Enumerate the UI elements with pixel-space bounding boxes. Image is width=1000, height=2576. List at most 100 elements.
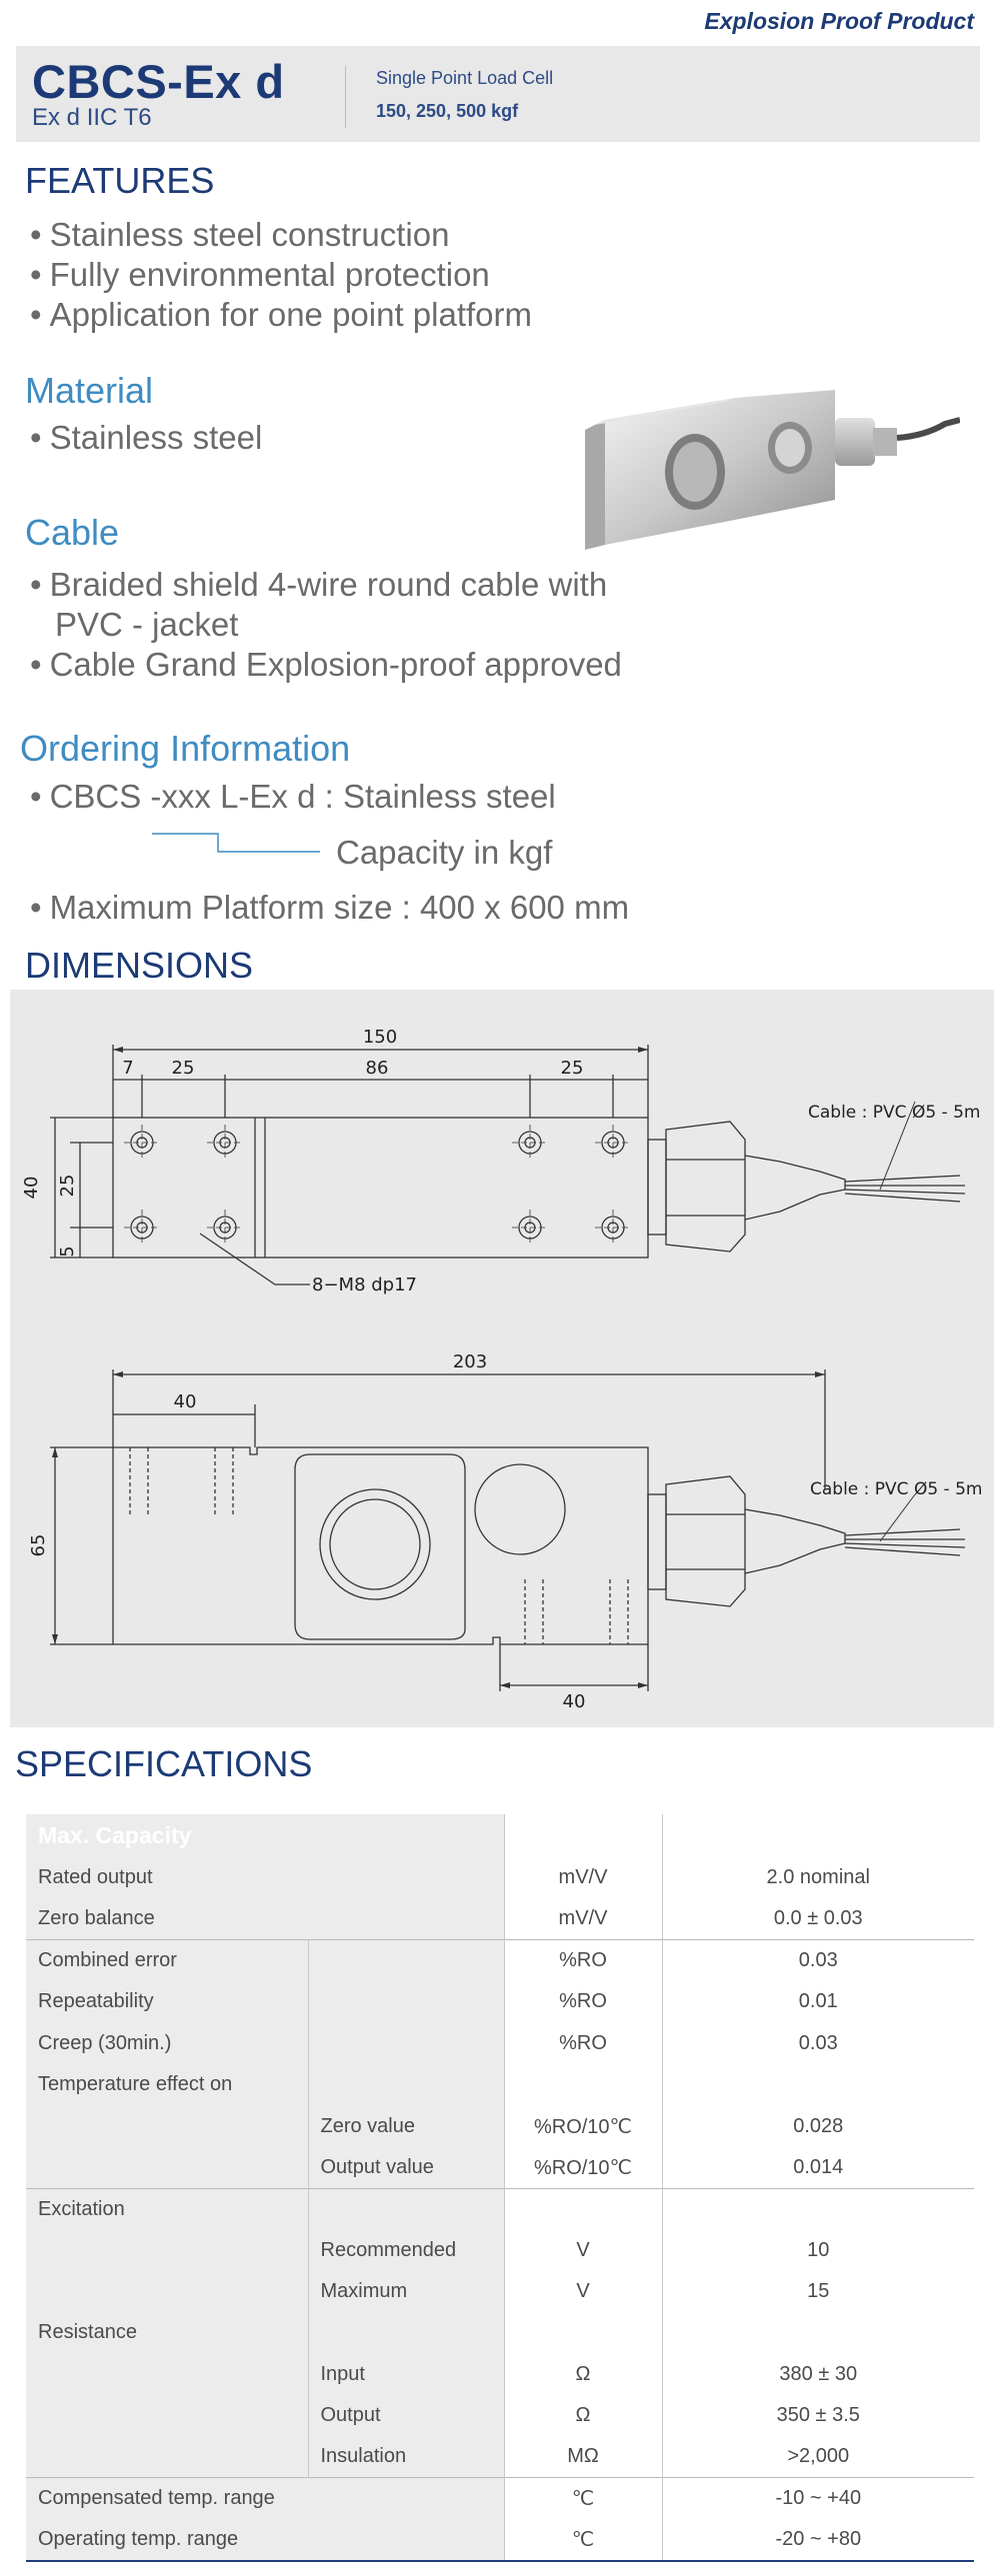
spec-subitem	[307, 2187, 504, 2230]
cable-callout-side: Cable : PVC Ø5 - 5m	[810, 1479, 982, 1499]
spec-value	[661, 2063, 974, 2106]
dim-40a: 40	[174, 1391, 197, 1412]
ordering-heading: Ordering Information	[20, 728, 351, 769]
spec-subitem: Input	[307, 2353, 504, 2396]
list-item: •Application for one point platform	[30, 296, 533, 333]
dim-86: 86	[366, 1058, 389, 1079]
mounting-holes	[130, 1131, 625, 1240]
features-heading: FEATURES	[25, 160, 215, 201]
spec-unit: ℃	[503, 2519, 662, 2562]
spec-subitem	[307, 2063, 504, 2106]
specifications-table: Max. Capacity kgf 150, 250, 500 kgf Rate…	[26, 1814, 974, 2562]
material-heading: Material	[25, 370, 154, 411]
spec-unit: mV/V	[503, 1857, 662, 1899]
list-item: •Braided shield 4-wire round cable with	[30, 566, 608, 603]
spec-unit: Ω	[503, 2395, 662, 2437]
spec-subitem	[308, 1857, 504, 1899]
dimension-drawing: 150 7 25 86 25 40 25 5 8−M8 dp17 Cable :…	[10, 990, 994, 1727]
spec-value: 0.01	[661, 1981, 974, 2023]
spec-unit: %RO	[503, 2022, 662, 2064]
spec-name: Excitation	[26, 2187, 308, 2230]
spec-subitem	[308, 2519, 504, 2562]
ex-rating: Ex d IIC T6	[32, 104, 152, 131]
header-unit: kgf	[503, 1814, 662, 1857]
order-code-pointer	[152, 833, 320, 853]
table-row: Compensated temp. range℃-10 ~ +40	[26, 2477, 974, 2520]
dim-height-65: 65	[28, 1534, 49, 1557]
spec-subitem	[307, 1981, 504, 2023]
dimensions-heading: DIMENSIONS	[25, 945, 254, 986]
list-item-continuation: PVC - jacket	[55, 606, 239, 643]
dim-25a: 25	[172, 1058, 195, 1079]
spec-name: Combined error	[26, 1939, 308, 1982]
spec-subitem	[307, 2022, 504, 2064]
platform-size: •Maximum Platform size : 400 x 600 mm	[30, 889, 630, 926]
spec-subitem: Maximum	[307, 2270, 504, 2313]
table-row: Operating temp. range℃-20 ~ +80	[26, 2519, 974, 2562]
table-header-row: Max. Capacity kgf 150, 250, 500 kgf	[26, 1814, 974, 1857]
header-capacity-values: 150, 250, 500 kgf	[661, 1814, 974, 1857]
dim-7: 7	[122, 1058, 133, 1079]
spec-value: 0.03	[661, 1939, 974, 1982]
spec-subitem	[307, 2312, 504, 2354]
spec-value: 15	[661, 2270, 974, 2313]
capacity-note: Capacity in kgf	[336, 834, 553, 871]
spec-value: -10 ~ +40	[661, 2477, 974, 2520]
spec-unit: MΩ	[503, 2436, 662, 2478]
spec-name	[26, 2146, 308, 2189]
spec-name: Operating temp. range	[26, 2519, 308, 2562]
spec-name	[26, 2395, 308, 2437]
capacity-range: 150, 250, 500 kgf	[376, 101, 519, 121]
spec-value: 0.0 ± 0.03	[661, 1898, 974, 1940]
list-item: •Fully environmental protection	[30, 256, 490, 293]
spec-subitem: Output value	[307, 2146, 504, 2189]
thread-callout: 8−M8 dp17	[312, 1275, 417, 1295]
title-divider	[345, 66, 346, 128]
spec-value: 380 ± 30	[661, 2353, 974, 2396]
list-item: •Stainless steel	[30, 419, 263, 456]
list-item: •Stainless steel construction	[30, 216, 450, 253]
title-bar	[16, 46, 980, 142]
table-row: Excitation	[26, 2187, 974, 2230]
spec-value: 0.028	[661, 2105, 974, 2147]
features-list: •Stainless steel construction •Fully env…	[30, 215, 532, 335]
spec-name	[26, 2436, 308, 2478]
material-list: •Stainless steel	[30, 418, 262, 458]
spec-name: Creep (30min.)	[26, 2022, 308, 2064]
order-code: •CBCS -xxx L-Ex d : Stainless steel	[30, 778, 556, 815]
spec-unit	[503, 2312, 662, 2354]
spec-value: 10	[661, 2229, 974, 2271]
spec-unit	[503, 2063, 662, 2106]
specifications-heading: SPECIFICATIONS	[15, 1743, 313, 1784]
dim-40b: 40	[563, 1691, 586, 1712]
side-view-body	[112, 1446, 649, 1645]
spec-unit: %RO/10℃	[503, 2146, 662, 2189]
spec-value: >2,000	[661, 2436, 974, 2478]
dimension-drawing-svg: 150 7 25 86 25 40 25 5 8−M8 dp17 Cable :…	[21, 1027, 982, 1712]
spec-value: 0.03	[661, 2022, 974, 2064]
dim-overall-203: 203	[453, 1351, 487, 1372]
spec-name: Repeatability	[26, 1981, 308, 2023]
spec-value: 350 ± 3.5	[661, 2395, 974, 2437]
top-view-body	[112, 1117, 649, 1259]
spec-subitem	[308, 2477, 504, 2520]
spec-unit: V	[503, 2270, 662, 2313]
spec-unit: %RO	[503, 1939, 662, 1982]
spec-unit: Ω	[503, 2353, 662, 2396]
spec-value	[661, 2312, 974, 2354]
spec-name: Temperature effect on	[26, 2063, 308, 2106]
spec-subitem	[307, 1939, 504, 1982]
list-item: •Cable Grand Explosion-proof approved	[30, 646, 622, 683]
spec-value: 0.014	[661, 2146, 974, 2189]
spec-unit: %RO	[503, 1981, 662, 2023]
spec-name	[26, 2105, 308, 2147]
